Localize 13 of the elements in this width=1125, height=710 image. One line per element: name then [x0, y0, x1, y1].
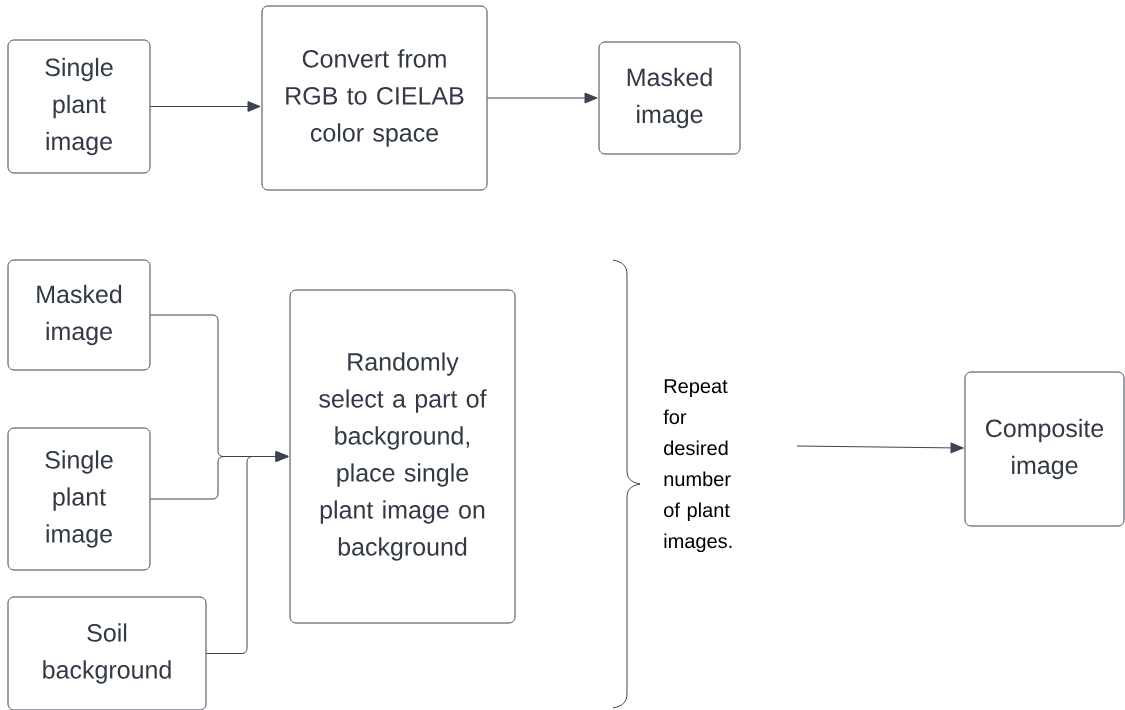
process-box: Masked image: [7, 259, 151, 371]
process-box: Composite image: [964, 371, 1125, 527]
arrow: [487, 92, 598, 104]
process-box: Convert from RGB to CIELAB color space: [261, 5, 488, 191]
process-box: Masked image: [598, 41, 741, 155]
arrow: [150, 101, 261, 112]
note-text: Repeat for desired number of plant images.: [663, 379, 732, 553]
process-box: Single plant image: [7, 427, 151, 571]
process-box: Soil background: [7, 596, 207, 710]
arrow: [206, 451, 289, 654]
arrow: [796, 442, 964, 454]
process-box: Single plant image: [7, 39, 151, 174]
process-box: Randomly select a part of background, place single plant image on background: [289, 289, 516, 624]
